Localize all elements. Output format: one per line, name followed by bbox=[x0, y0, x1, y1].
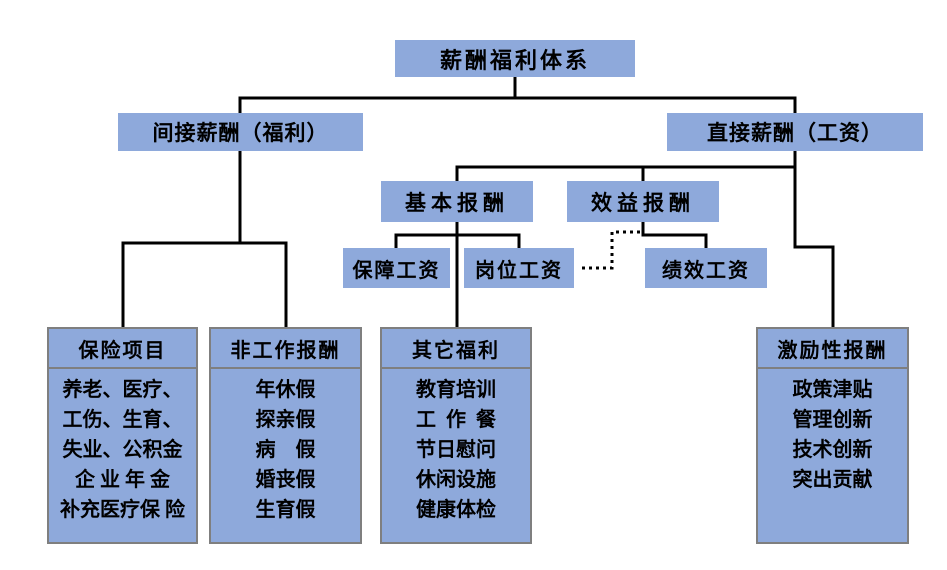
connector-top-bracket bbox=[238, 96, 797, 114]
list-item: 年休假 bbox=[255, 379, 316, 401]
list-item: 工伤、生育、 bbox=[62, 409, 183, 431]
node-direct-pay: 直接薪酬（工资） bbox=[667, 113, 923, 151]
node-guaranteed-wage: 保障工资 bbox=[343, 248, 450, 288]
column-body: 教育培训工 作 餐节日慰问休闲设施健康体检 bbox=[382, 369, 530, 525]
column-body: 政策津贴管理创新技术创新突出贡献 bbox=[758, 369, 907, 495]
connector-direct-branch bbox=[455, 165, 795, 181]
connector-left-bracket bbox=[121, 241, 288, 328]
list-item: 养老、医疗、 bbox=[62, 379, 183, 401]
column-header: 非工作报酬 bbox=[211, 329, 360, 369]
column-other-welfare: 其它福利 教育培训工 作 餐节日慰问休闲设施健康体检 bbox=[380, 327, 532, 544]
node-basic-pay: 基本报酬 bbox=[381, 181, 533, 222]
column-body: 养老、医疗、工伤、生育、失业、公积金企 业 年 金补充医疗保 险 bbox=[49, 369, 196, 525]
list-item: 健康体检 bbox=[416, 499, 496, 521]
node-salary-welfare-system: 薪酬福利体系 bbox=[395, 40, 635, 77]
column-header: 激励性报酬 bbox=[758, 329, 907, 369]
column-incentive-pay: 激励性报酬 政策津贴管理创新技术创新突出贡献 bbox=[756, 327, 909, 544]
list-item: 休闲设施 bbox=[416, 469, 496, 491]
list-item: 婚丧假 bbox=[255, 469, 316, 491]
list-item: 管理创新 bbox=[792, 409, 873, 431]
column-insurance: 保险项目 养老、医疗、工伤、生育、失业、公积金企 业 年 金补充医疗保 险 bbox=[47, 327, 198, 544]
list-item: 技术创新 bbox=[792, 439, 873, 461]
node-position-wage: 岗位工资 bbox=[464, 248, 574, 288]
connector-dotted-link bbox=[582, 230, 644, 270]
column-header: 其它福利 bbox=[382, 329, 530, 369]
list-item: 补充医疗保 险 bbox=[60, 499, 185, 521]
column-non-work-pay: 非工作报酬 年休假探亲假病 假婚丧假生育假 bbox=[209, 327, 362, 544]
node-indirect-pay: 间接薪酬（福利） bbox=[118, 113, 363, 151]
node-benefit-pay: 效益报酬 bbox=[567, 181, 719, 222]
list-item: 企 业 年 金 bbox=[75, 469, 170, 491]
list-item: 政策津贴 bbox=[792, 379, 873, 401]
list-item: 探亲假 bbox=[255, 409, 316, 431]
list-item: 生育假 bbox=[255, 499, 316, 521]
connector-benefit-bracket bbox=[641, 222, 708, 248]
list-item: 工 作 餐 bbox=[416, 409, 496, 431]
column-header: 保险项目 bbox=[49, 329, 196, 369]
node-performance-wage: 绩效工资 bbox=[645, 248, 767, 288]
column-body: 年休假探亲假病 假婚丧假生育假 bbox=[211, 369, 360, 525]
list-item: 突出贡献 bbox=[792, 469, 873, 491]
connector-basic-bracket bbox=[394, 233, 521, 248]
list-item: 失业、公积金 bbox=[62, 439, 183, 461]
list-item: 教育培训 bbox=[416, 379, 496, 401]
list-item: 病 假 bbox=[255, 439, 316, 461]
list-item: 节日慰问 bbox=[416, 439, 496, 461]
connector-direct-to-incentive bbox=[793, 151, 835, 328]
